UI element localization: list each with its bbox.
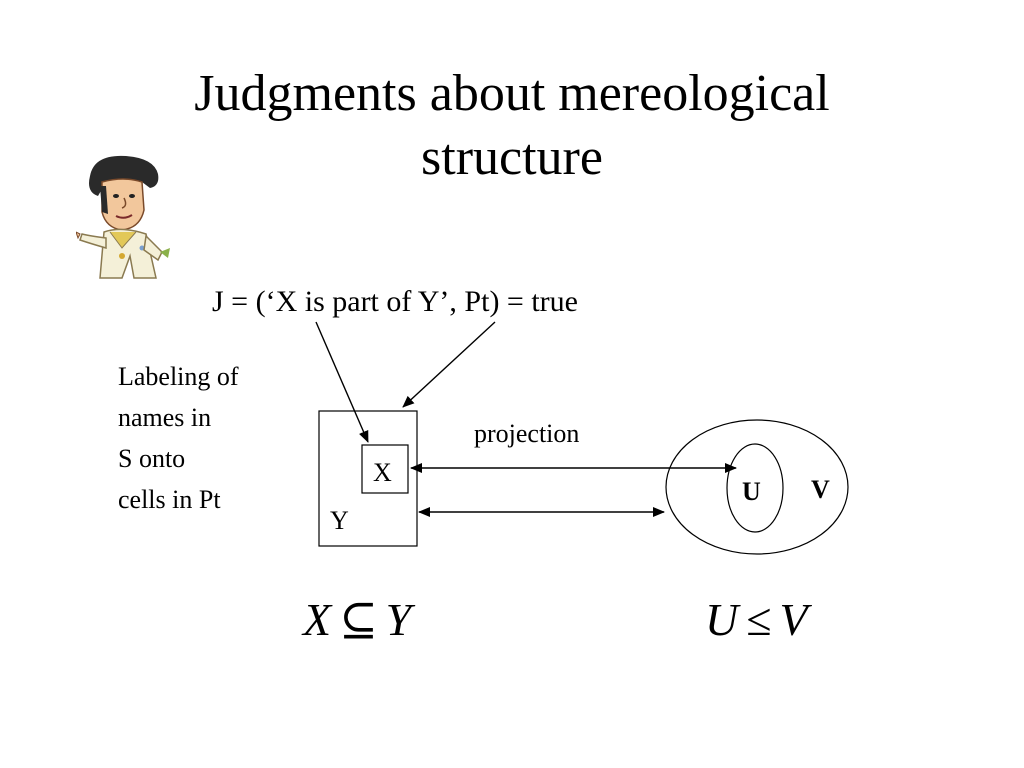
arrow-judgment-to-x xyxy=(315,321,369,443)
set-v-ellipse xyxy=(665,419,849,555)
labeling-line: S onto xyxy=(118,444,186,473)
cell-x-label: X xyxy=(373,458,392,487)
labeling-line: cells in Pt xyxy=(118,485,221,514)
set-u-label: U xyxy=(742,477,761,506)
slide-title-line-2: structure xyxy=(421,129,603,186)
labeling-line: names in xyxy=(118,403,212,432)
cell-y-label: Y xyxy=(330,506,349,535)
set-u-ellipse xyxy=(726,443,784,533)
cell-y-box xyxy=(318,410,418,547)
judgment-statement: J = (‘X is part of Y’, Pt) = true xyxy=(212,285,578,318)
set-v-label: V xyxy=(811,475,830,504)
cartoon-pointing-man-icon xyxy=(76,155,170,279)
labeling-annotation: Labeling of names in S onto cells in Pt xyxy=(118,356,239,520)
formula-subset-operator: ⊆ xyxy=(339,594,378,645)
formula-less-equal-rhs: V xyxy=(779,594,808,645)
cell-x-box xyxy=(361,444,409,494)
slide-title: Judgments about mereological structure xyxy=(0,62,1024,190)
arrow-judgment-to-y xyxy=(402,321,496,408)
formula-less-equal-lhs: U xyxy=(705,594,739,645)
slide-title-line-1: Judgments about mereological xyxy=(194,65,830,122)
formula-less-equal-operator: ≤ xyxy=(746,594,772,645)
projection-label: projection xyxy=(474,419,580,448)
formula-subset: X⊆Y xyxy=(303,592,411,648)
formula-subset-rhs: Y xyxy=(385,594,412,645)
labeling-line: Labeling of xyxy=(118,362,239,391)
formula-less-equal: U≤V xyxy=(705,592,808,648)
formula-subset-lhs: X xyxy=(303,594,332,645)
